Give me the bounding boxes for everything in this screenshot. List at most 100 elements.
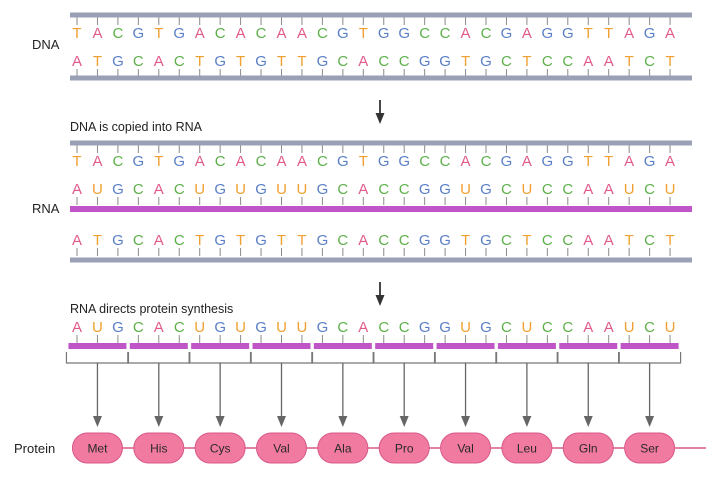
amino-acid-label: Ala [334, 442, 352, 456]
rna-base: A [154, 181, 164, 198]
dna-bottom-base: T [522, 53, 531, 70]
rna-base: C [337, 319, 348, 336]
codon-backbone [129, 343, 188, 349]
codon-backbone [375, 343, 434, 349]
rna-base: U [235, 181, 246, 198]
dna-top-base: A [461, 25, 471, 42]
rna-base: C [133, 181, 144, 198]
rna-base: U [92, 181, 103, 198]
dna-top-base: G [378, 153, 390, 170]
dna-bottom-base: A [583, 53, 593, 70]
dna-top-base: G [337, 25, 349, 42]
rna-base: C [337, 181, 348, 198]
dna-top-base: A [624, 153, 634, 170]
codon-bracket [188, 352, 252, 364]
dna-top-base: G [133, 153, 145, 170]
dna-top-base: T [584, 153, 593, 170]
amino-acid-label: Val [273, 442, 289, 456]
codon-backbone [559, 343, 618, 349]
dna-bottom-base: G [112, 232, 124, 249]
label-rna: RNA [32, 201, 60, 216]
codon-bracket [311, 352, 375, 364]
dna-bottom-base: T [195, 53, 204, 70]
dna-bottom-base: C [337, 232, 348, 249]
dna-top-base: A [461, 153, 471, 170]
rna-base: C [501, 181, 512, 198]
dna-top-base: C [112, 153, 123, 170]
rna-base: G [439, 319, 451, 336]
dna-bottom-base: T [195, 232, 204, 249]
rna-base: C [644, 181, 655, 198]
amino-acid-bead [71, 432, 123, 464]
dna-bottom-base: A [604, 53, 614, 70]
dna-top-base: C [419, 153, 430, 170]
amino-acid-label: Ser [640, 442, 659, 456]
rna-base: C [542, 181, 553, 198]
dna-backbone-top [70, 140, 692, 146]
dna-top-base: T [604, 153, 613, 170]
dna-top-base: T [72, 153, 81, 170]
dna-bottom-base: T [93, 232, 102, 249]
dna-top-base: C [215, 153, 226, 170]
rna-base: U [194, 319, 205, 336]
dna-top-base: G [542, 25, 554, 42]
dna-bottom-base: C [378, 232, 389, 249]
dna-top-base: G [644, 153, 656, 170]
rna-base: G [112, 319, 124, 336]
dna-top-base: A [522, 25, 532, 42]
rna-base: U [624, 319, 635, 336]
arrowhead-icon [583, 416, 593, 427]
dna-backbone-top [70, 12, 692, 18]
dna-bottom-base: T [625, 232, 634, 249]
dna-bottom-base: T [297, 53, 306, 70]
amino-acid-bead [440, 432, 492, 464]
rna-base: U [665, 319, 676, 336]
arrowhead-icon [522, 416, 532, 427]
dna-bottom-base: T [522, 232, 531, 249]
dna-bottom-base: T [461, 232, 470, 249]
rna-base: U [665, 181, 676, 198]
dna-bottom-base: T [297, 232, 306, 249]
dna-top-base: T [359, 25, 368, 42]
dna-bottom-base: A [154, 53, 164, 70]
dna-top-base: G [562, 25, 574, 42]
codon-backbone [252, 343, 311, 349]
codon-bracket [433, 352, 498, 364]
dna-top-base: G [173, 153, 185, 170]
dna-bottom-base: T [236, 53, 245, 70]
dna-top-base: G [501, 25, 513, 42]
dna-top-base: C [317, 153, 328, 170]
dna-top-base: A [522, 153, 532, 170]
dna-top-base: G [501, 153, 513, 170]
dna-top-base: T [359, 153, 368, 170]
dna-top-base: A [92, 25, 102, 42]
dna-top-base: G [337, 153, 349, 170]
dna-bottom-base: G [255, 232, 267, 249]
rna-base: C [174, 319, 185, 336]
dna-top-base: C [440, 25, 451, 42]
dna-bottom-base: C [399, 53, 410, 70]
codon-backbone [68, 343, 127, 349]
codon-bracket [495, 352, 559, 364]
dna-bottom-base: T [461, 53, 470, 70]
dna-top-base: G [542, 153, 554, 170]
dna-top-base: A [624, 25, 634, 42]
amino-acid-label: Cys [210, 442, 231, 456]
arrowhead-icon [215, 416, 225, 427]
dna-top-base: G [398, 153, 410, 170]
dna-bottom-base: A [358, 53, 368, 70]
rna-base: U [276, 181, 287, 198]
rna-base: U [276, 319, 287, 336]
dna-bottom-base: C [644, 232, 655, 249]
rna-base: G [419, 319, 431, 336]
codon-bracket [249, 352, 314, 364]
dna-bottom-base: C [542, 232, 553, 249]
dna-top-base: A [92, 153, 102, 170]
codon-bracket [556, 352, 620, 364]
amino-acid-label: Pro [395, 442, 414, 456]
rna-base: A [358, 181, 368, 198]
rna-backbone [70, 206, 692, 212]
dna-bottom-base: C [133, 53, 144, 70]
dna-top-base: A [236, 153, 246, 170]
